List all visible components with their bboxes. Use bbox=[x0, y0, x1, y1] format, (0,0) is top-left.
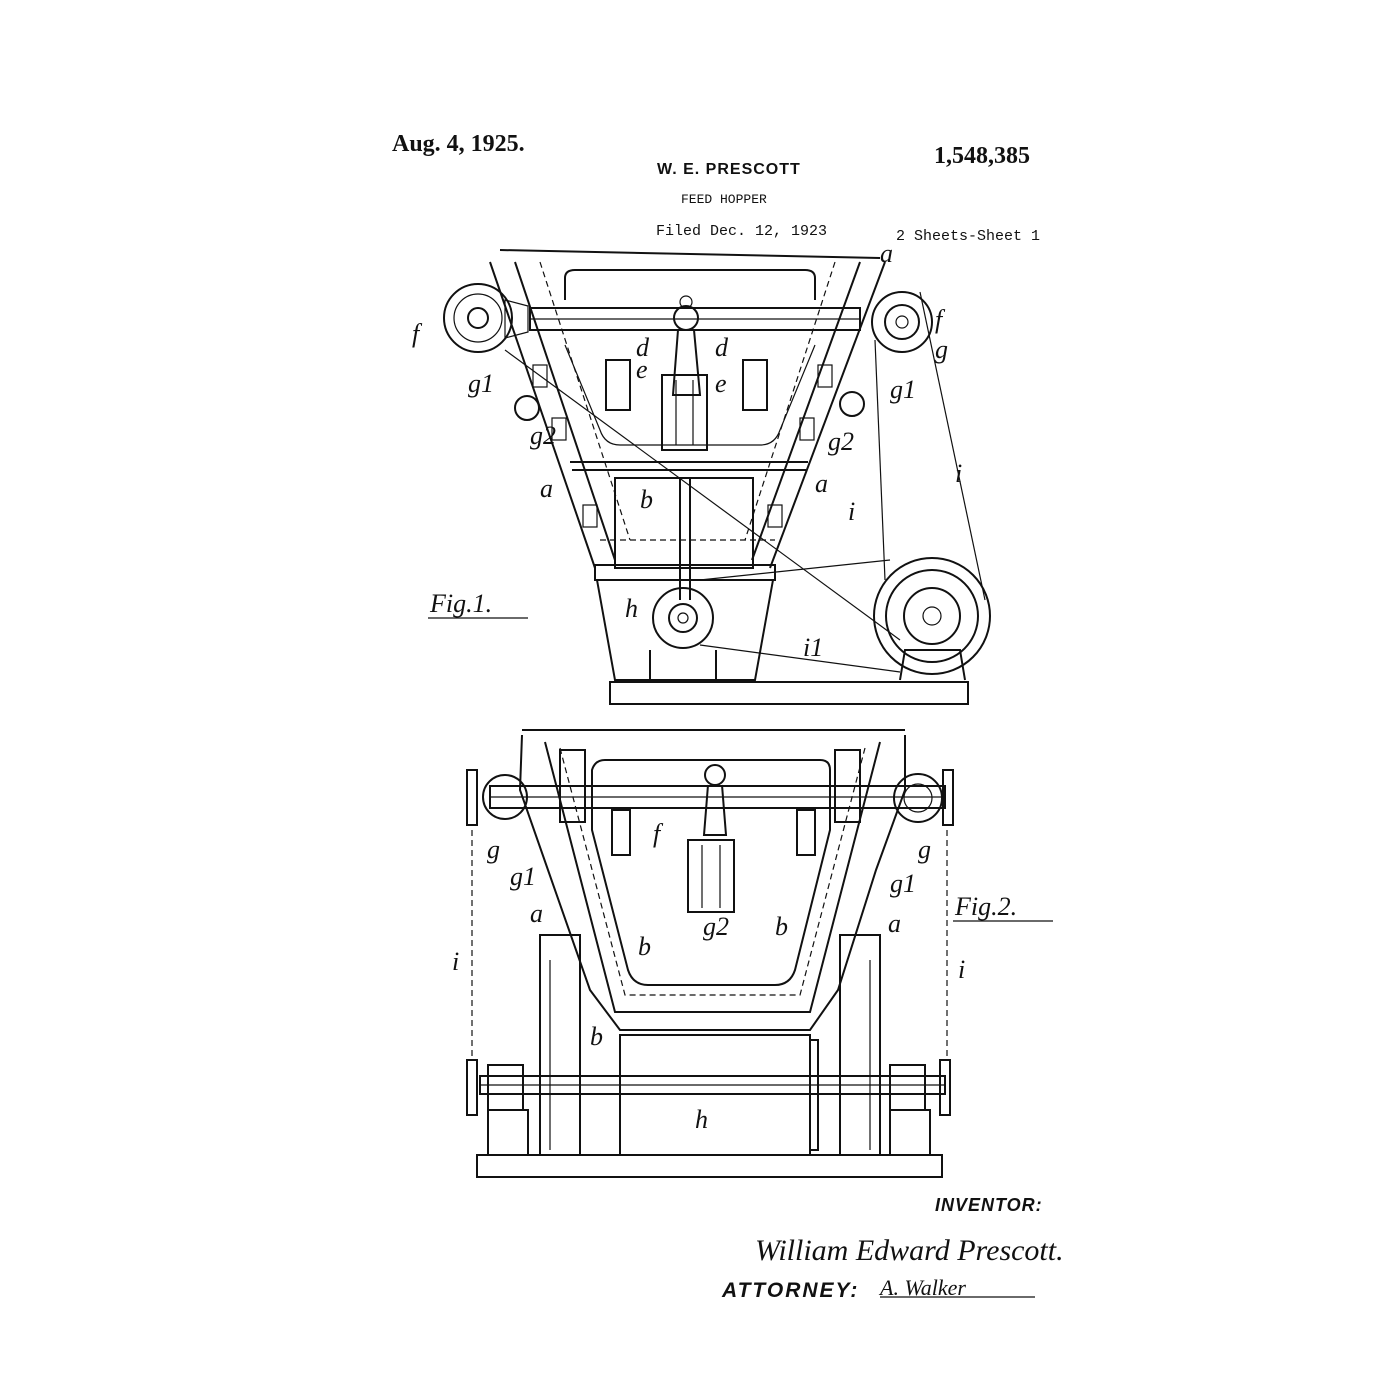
svg-text:d: d bbox=[636, 333, 650, 362]
svg-text:g: g bbox=[935, 335, 948, 364]
svg-text:h: h bbox=[695, 1105, 708, 1134]
inventor-name: W. E. PRESCOTT bbox=[657, 161, 801, 178]
figure-2-caption: Fig.2. bbox=[954, 892, 1017, 921]
svg-text:a: a bbox=[815, 469, 828, 498]
svg-text:d: d bbox=[715, 333, 729, 362]
svg-text:b: b bbox=[640, 485, 653, 514]
svg-text:f: f bbox=[653, 819, 664, 848]
sheet-count: 2 Sheets-Sheet 1 bbox=[896, 228, 1041, 245]
attorney-signature: A. Walker bbox=[878, 1275, 966, 1300]
filed-date: Filed Dec. 12, 1923 bbox=[656, 223, 828, 240]
svg-text:b: b bbox=[638, 932, 651, 961]
svg-text:h: h bbox=[625, 594, 638, 623]
svg-text:b: b bbox=[775, 912, 788, 941]
svg-text:a: a bbox=[530, 899, 543, 928]
svg-text:f: f bbox=[935, 305, 946, 334]
svg-text:b: b bbox=[590, 1022, 603, 1051]
svg-text:a: a bbox=[880, 239, 893, 268]
patent-number: 1,548,385 bbox=[934, 143, 1030, 169]
patent-date: Aug. 4, 1925. bbox=[392, 131, 525, 157]
svg-text:g1: g1 bbox=[510, 862, 536, 891]
svg-text:g2: g2 bbox=[703, 912, 729, 941]
inventor-signature: William Edward Prescott. bbox=[755, 1234, 1064, 1267]
svg-text:i: i bbox=[452, 947, 459, 976]
svg-text:g: g bbox=[487, 835, 500, 864]
svg-text:g1: g1 bbox=[468, 369, 494, 398]
svg-text:e: e bbox=[636, 355, 648, 384]
svg-text:i: i bbox=[848, 497, 855, 526]
attorney-label: ATTORNEY: bbox=[722, 1279, 860, 1302]
svg-text:i: i bbox=[958, 955, 965, 984]
svg-text:g: g bbox=[918, 835, 931, 864]
svg-text:g2: g2 bbox=[828, 427, 854, 456]
svg-text:g2: g2 bbox=[530, 421, 556, 450]
svg-text:g1: g1 bbox=[890, 869, 916, 898]
figure-1-caption: Fig.1. bbox=[429, 589, 492, 618]
svg-text:e: e bbox=[715, 369, 727, 398]
svg-text:f: f bbox=[412, 319, 423, 348]
svg-text:i: i bbox=[955, 459, 962, 488]
svg-text:a: a bbox=[540, 474, 553, 503]
patent-title: FEED HOPPER bbox=[681, 192, 767, 207]
svg-text:g1: g1 bbox=[890, 375, 916, 404]
figure-1-drawing: a a a f f g g1 g1 g2 g2 d d e e b i i i1… bbox=[412, 239, 991, 705]
inventor-label: INVENTOR: bbox=[935, 1195, 1043, 1215]
svg-text:i1: i1 bbox=[803, 633, 823, 662]
svg-text:a: a bbox=[888, 909, 901, 938]
figure-2-drawing: f g g g1 g1 a a b b b g2 i i h Fig.2. bbox=[452, 729, 1053, 1178]
